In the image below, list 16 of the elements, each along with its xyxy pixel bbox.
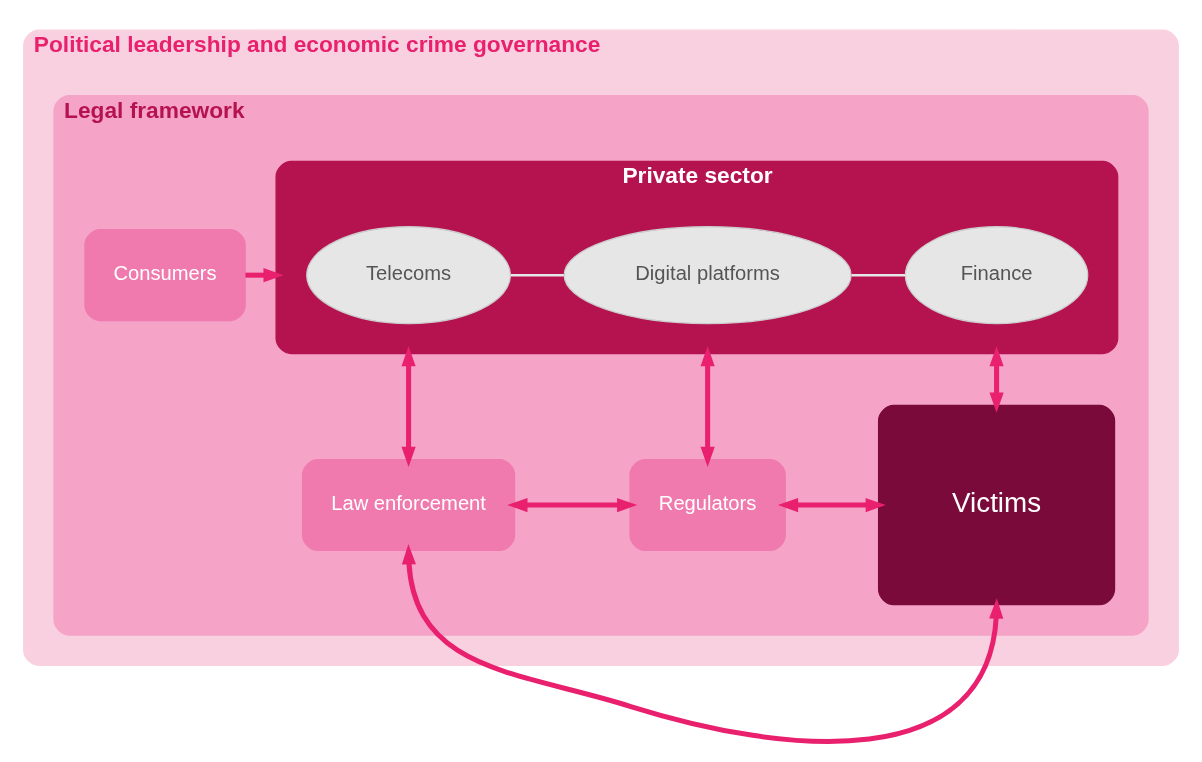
node-ellipse: Finance — [904, 226, 1089, 325]
node-box: Consumers — [84, 229, 246, 322]
node-box: Victims — [877, 404, 1116, 606]
node-box: Law enforcement — [301, 459, 516, 552]
arrow — [245, 268, 284, 283]
node-box: Regulators — [629, 459, 786, 552]
arrow — [401, 346, 416, 468]
arrow — [401, 544, 1004, 744]
connector — [510, 273, 564, 277]
node-ellipse: Digital platforms — [563, 226, 852, 325]
arrow — [507, 497, 638, 513]
arrow — [700, 346, 715, 468]
arrow — [989, 346, 1004, 413]
arrow — [777, 497, 886, 513]
node-ellipse: Telecoms — [306, 226, 512, 325]
connector — [851, 273, 906, 277]
